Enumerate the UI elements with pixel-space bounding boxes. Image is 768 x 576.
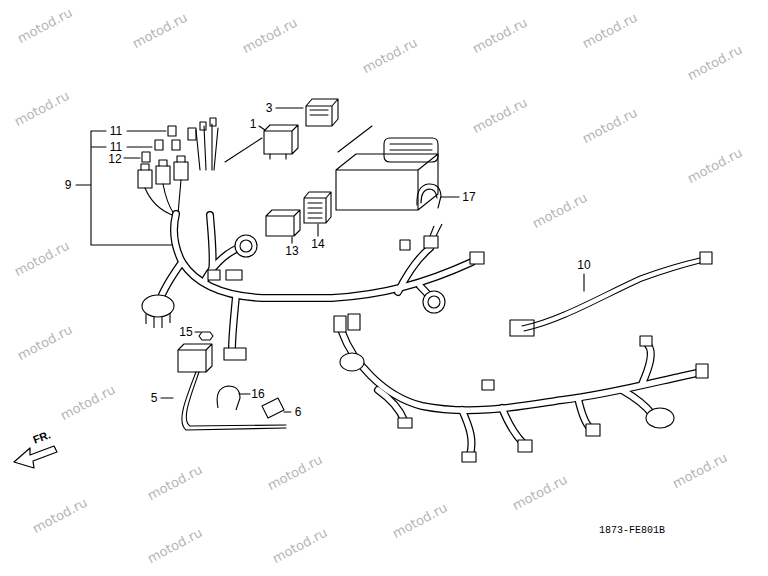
watermark: motod.ru bbox=[391, 500, 450, 539]
watermark: motod.ru bbox=[146, 525, 205, 564]
callout-number: 9 bbox=[65, 179, 72, 191]
watermark: motod.ru bbox=[471, 15, 530, 54]
callout-number: 15 bbox=[179, 326, 192, 338]
drawing-code: 1873-FE801B bbox=[599, 526, 665, 536]
callout-number: 17 bbox=[462, 191, 475, 203]
direction-arrow bbox=[14, 446, 57, 468]
callout-number: 3 bbox=[266, 102, 273, 114]
callout-number: 1 bbox=[250, 118, 257, 130]
watermark: motod.ru bbox=[686, 42, 745, 81]
callout-number: 10 bbox=[577, 259, 590, 271]
callout-number: 11 bbox=[110, 141, 122, 153]
callout-number: 6 bbox=[295, 406, 302, 418]
watermark: motod.ru bbox=[16, 5, 75, 44]
watermark: motod.ru bbox=[581, 105, 640, 144]
direction-label: FR. bbox=[32, 429, 52, 445]
watermark: motod.ru bbox=[471, 95, 530, 134]
callout-number: 14 bbox=[311, 238, 324, 250]
watermark: motod.ru bbox=[266, 452, 325, 491]
watermark: motod.ru bbox=[59, 382, 118, 421]
watermark: motod.ru bbox=[13, 238, 72, 277]
callout-number: 5 bbox=[151, 392, 158, 404]
watermark: motod.ru bbox=[686, 145, 745, 184]
watermark: motod.ru bbox=[16, 322, 75, 361]
watermark: motod.ru bbox=[131, 10, 190, 49]
watermark: motod.ru bbox=[531, 190, 590, 229]
watermark: motod.ru bbox=[31, 495, 90, 534]
callout-number: 12 bbox=[108, 153, 121, 165]
watermark: motod.ru bbox=[511, 472, 570, 511]
callout-number: 13 bbox=[285, 245, 298, 257]
callout-number: 16 bbox=[251, 388, 264, 400]
watermark: motod.ru bbox=[671, 450, 730, 489]
watermark: motod.ru bbox=[581, 10, 640, 49]
watermark: motod.ru bbox=[361, 35, 420, 74]
watermark: motod.ru bbox=[271, 525, 330, 564]
watermark: motod.ru bbox=[13, 88, 72, 127]
callout-number: 11 bbox=[110, 125, 122, 137]
watermark: motod.ru bbox=[146, 462, 205, 501]
watermark: motod.ru bbox=[241, 15, 300, 54]
